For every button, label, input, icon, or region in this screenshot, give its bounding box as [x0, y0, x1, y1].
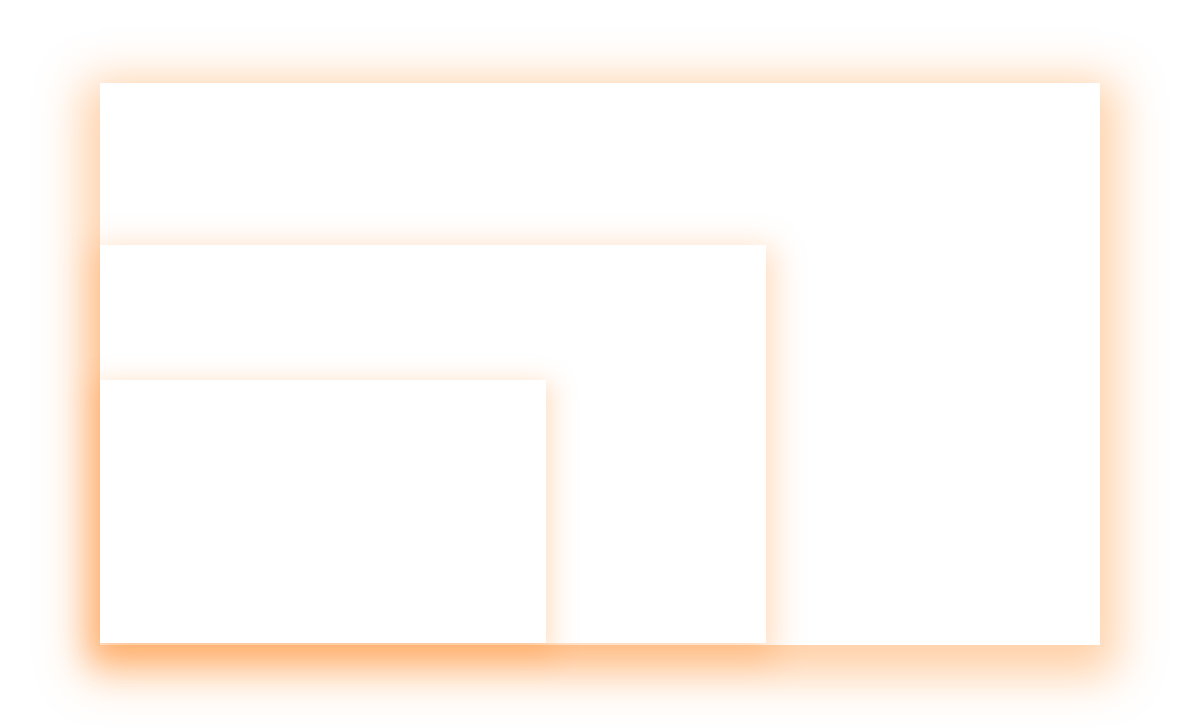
panel-small — [100, 380, 546, 643]
